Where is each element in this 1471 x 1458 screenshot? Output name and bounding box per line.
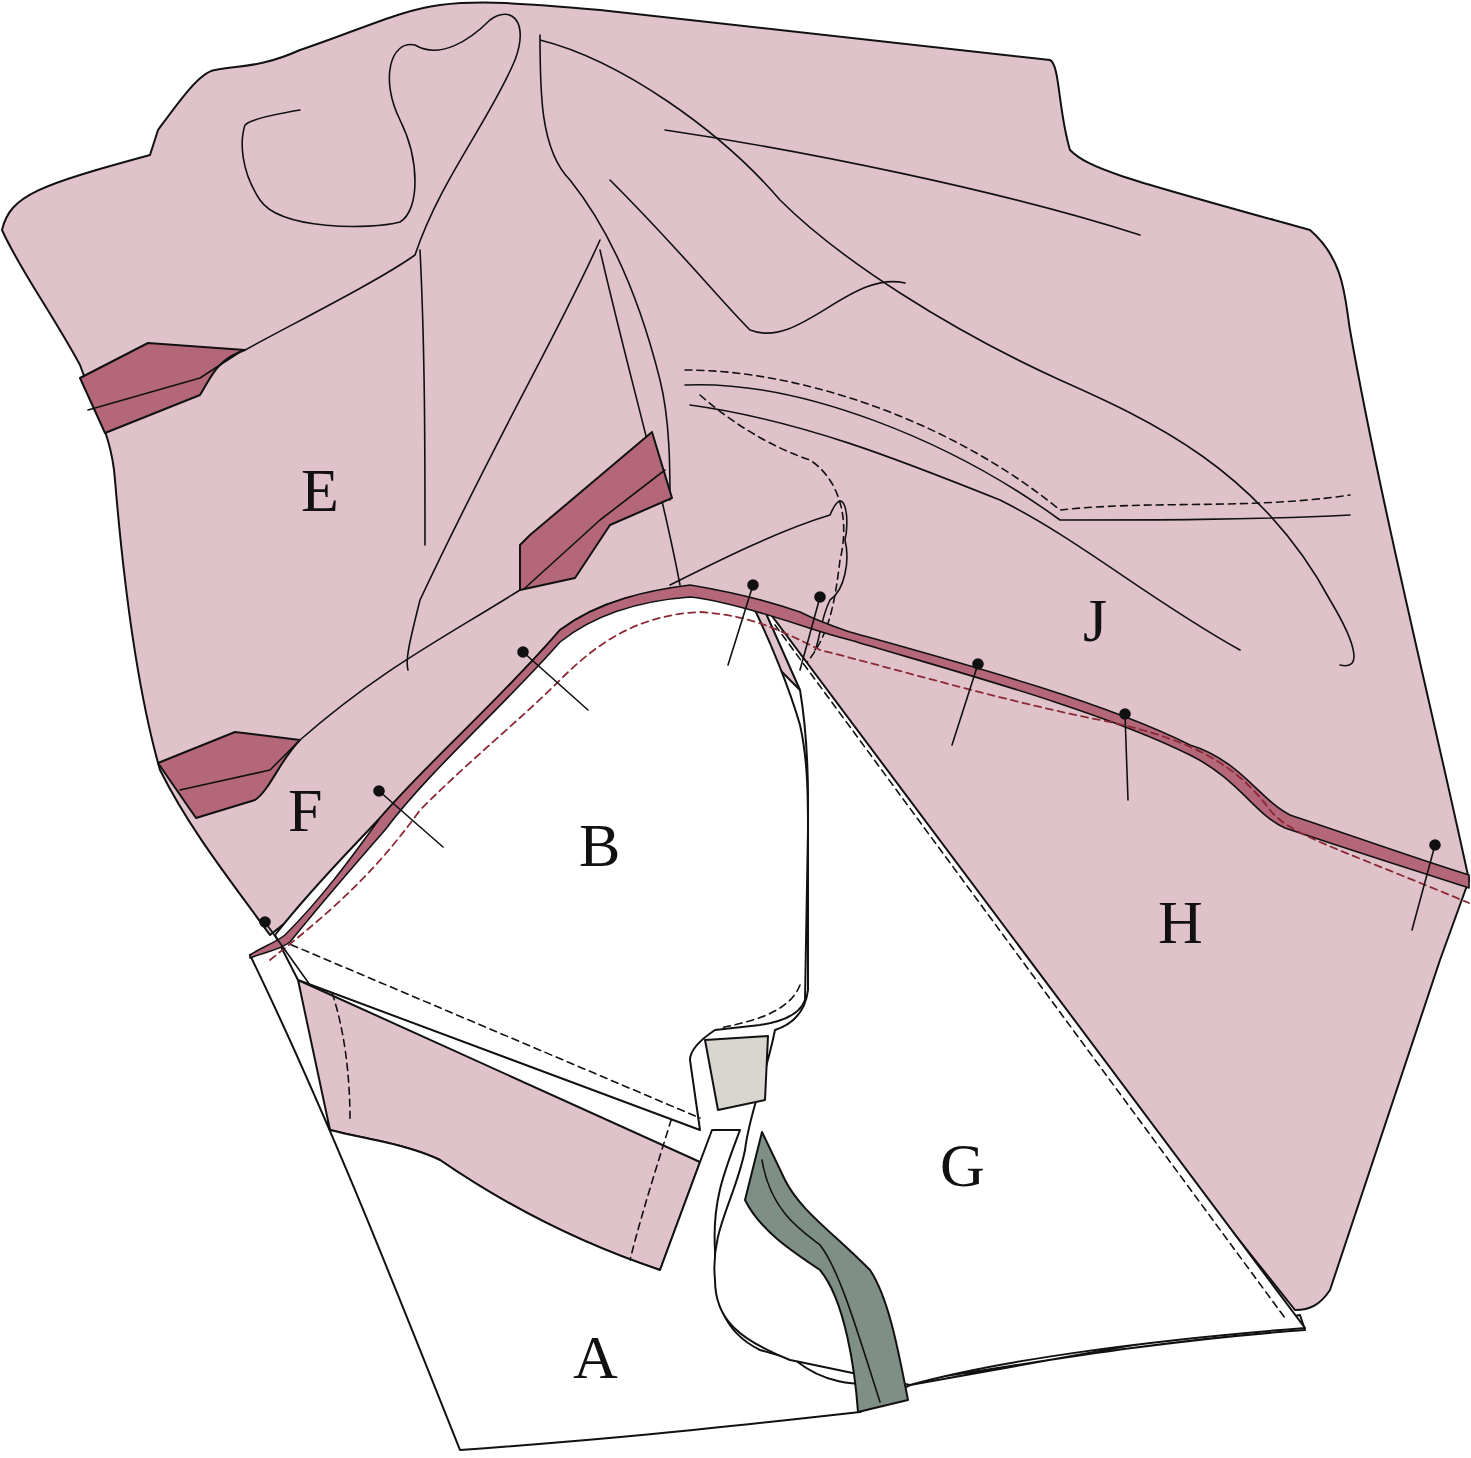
stitch-line bbox=[685, 370, 1350, 510]
seam-line bbox=[270, 612, 1469, 960]
fabric-tab bbox=[520, 432, 672, 590]
part-letter: J bbox=[1083, 589, 1107, 651]
fabric-tab bbox=[80, 343, 245, 433]
strap bbox=[762, 1160, 880, 1402]
fold-line bbox=[600, 250, 680, 585]
stitch-line bbox=[720, 985, 800, 1028]
part-letter: F bbox=[288, 779, 322, 841]
fold-line bbox=[665, 130, 1140, 235]
fold-line bbox=[540, 35, 670, 500]
part-letter: A bbox=[573, 1326, 618, 1388]
fold-line bbox=[610, 180, 905, 333]
seam-edge bbox=[250, 585, 1469, 958]
part-letter: B bbox=[579, 814, 620, 876]
fabric-main bbox=[2, 3, 1469, 1310]
fabric-tab bbox=[88, 352, 240, 410]
fabric-tab bbox=[180, 742, 298, 790]
interfacing bbox=[705, 1036, 768, 1110]
fabric-tab bbox=[158, 732, 300, 818]
part-letter: G bbox=[940, 1134, 985, 1196]
fold-line bbox=[540, 40, 1354, 666]
fold-line bbox=[242, 14, 520, 350]
stitch-line bbox=[280, 940, 700, 1118]
part-letter: E bbox=[301, 459, 339, 521]
strap bbox=[745, 1132, 908, 1412]
part-letter: H bbox=[1158, 891, 1203, 953]
stitch-line bbox=[775, 625, 1285, 1318]
fold-line bbox=[685, 385, 1350, 520]
fabric-tab bbox=[525, 470, 665, 588]
pins bbox=[260, 580, 1440, 985]
fold-line bbox=[407, 240, 600, 670]
fold-line bbox=[420, 250, 425, 545]
